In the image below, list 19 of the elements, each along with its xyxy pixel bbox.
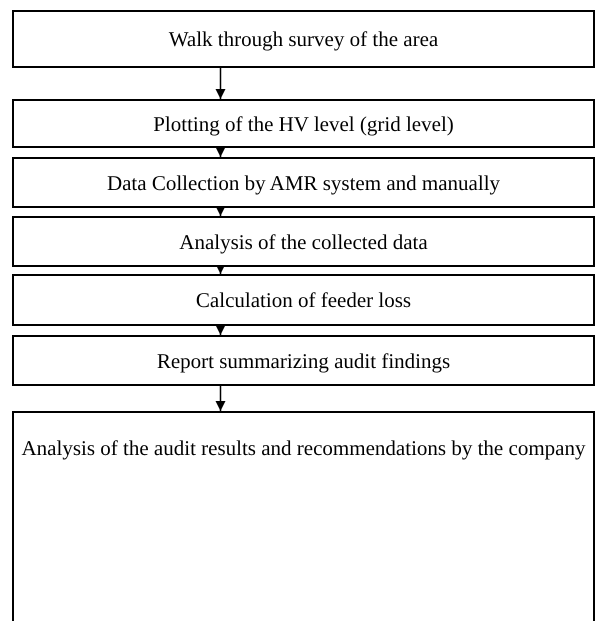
process-box — [12, 411, 595, 621]
arrow — [216, 386, 226, 411]
arrow — [216, 206, 226, 216]
process-box — [12, 99, 595, 148]
step-text: Data Collection by AMR system and manually — [106, 170, 500, 196]
step-text: Plotting of the HV level (grid level) — [153, 110, 454, 138]
step-text: Walk through survey of the area — [168, 26, 438, 53]
arrow — [216, 68, 226, 99]
step-text: Calculation of feeder loss — [196, 287, 412, 314]
process-box — [12, 274, 595, 326]
step-text: Analysis of the collected data — [179, 228, 428, 256]
arrow — [216, 147, 226, 157]
process-box — [12, 10, 595, 68]
process-box — [12, 216, 595, 267]
process-box — [12, 335, 595, 386]
arrow — [216, 325, 226, 335]
step-text: Report summarizing audit findings — [156, 348, 450, 374]
step-text: Analysis of the audit results and recommendations by the company — [22, 435, 586, 462]
process-box — [12, 157, 595, 208]
